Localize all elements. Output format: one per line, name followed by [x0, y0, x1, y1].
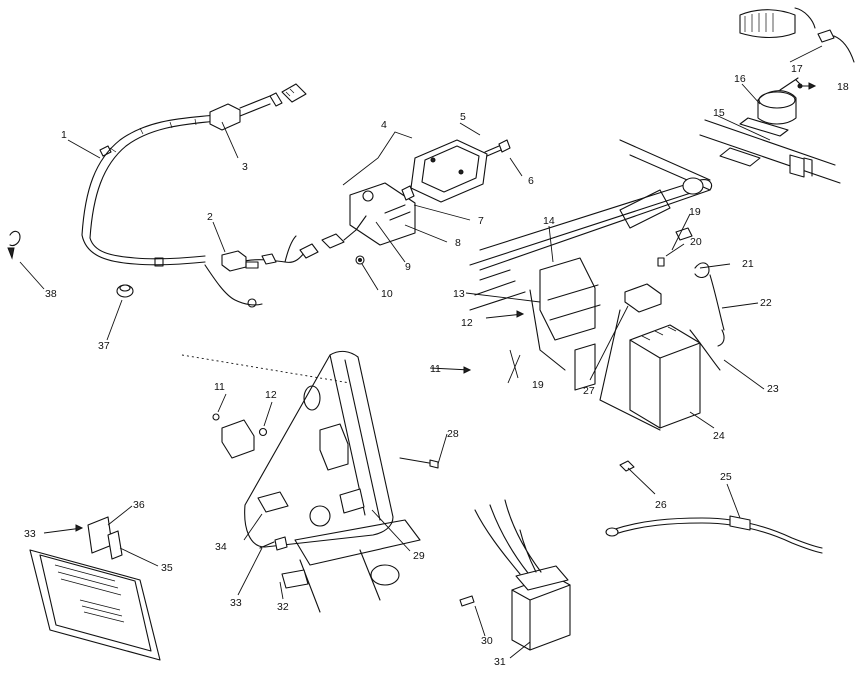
callout-18: 18: [837, 81, 849, 93]
callout-14: 14: [543, 215, 555, 227]
callout-11-frame: 11: [430, 363, 441, 375]
callout-23: 23: [767, 383, 779, 395]
center-panel: [212, 350, 439, 613]
callout-33-flap: 33: [24, 528, 36, 540]
callout-4: 4: [381, 119, 387, 131]
leader-lines: [19, 45, 823, 659]
clip-38: [7, 230, 21, 260]
callout-29: 29: [413, 550, 425, 562]
callout-12-frame: 12: [461, 317, 473, 329]
callout-7: 7: [478, 215, 484, 227]
callout-31: 31: [494, 656, 506, 668]
callout-24: 24: [713, 430, 725, 442]
callout-22: 22: [760, 297, 772, 309]
callout-1: 1: [61, 129, 67, 141]
callout-13: 13: [453, 288, 465, 300]
battery-group: [599, 227, 725, 431]
callout-19-top: 19: [689, 206, 701, 218]
taillight-assembly: [321, 139, 511, 265]
callout-33-panel: 33: [230, 597, 242, 609]
callout-11-panel: 11: [214, 381, 225, 393]
callout-35: 35: [161, 562, 173, 574]
horn-switch-group: [739, 7, 855, 137]
callout-30: 30: [481, 635, 493, 647]
callout-19-bottom: 19: [532, 379, 544, 391]
callout-10: 10: [381, 288, 393, 300]
callout-labels: 1 2 3 4 5 6 7 8 9 10 11 11 12 12 13 14 1…: [24, 63, 849, 668]
callout-3: 3: [242, 161, 248, 173]
leader-arrowheads: [75, 82, 817, 532]
callout-21: 21: [742, 258, 754, 270]
callout-36: 36: [133, 499, 145, 511]
callout-38: 38: [45, 288, 57, 300]
callout-16: 16: [734, 73, 746, 85]
mud-flap-group: [29, 516, 161, 661]
callout-34: 34: [215, 541, 227, 553]
callout-15: 15: [713, 107, 725, 119]
callout-2: 2: [207, 211, 213, 223]
connector-3: [209, 83, 307, 131]
callout-20: 20: [690, 236, 702, 248]
callout-26: 26: [655, 499, 667, 511]
connector-2: [221, 243, 319, 308]
callout-37: 37: [98, 340, 110, 352]
battery-cable: [605, 460, 823, 554]
callout-9: 9: [405, 261, 411, 273]
frame-rear: [469, 119, 841, 391]
callout-12-panel: 12: [265, 389, 277, 401]
callout-17: 17: [791, 63, 803, 75]
callout-8: 8: [455, 237, 461, 249]
cdi-module: [459, 499, 571, 651]
callout-27: 27: [583, 385, 595, 397]
callout-6: 6: [528, 175, 534, 187]
callout-25: 25: [720, 471, 732, 483]
callout-28: 28: [447, 428, 459, 440]
wiring-harness: [81, 114, 306, 306]
grommet-37: [116, 284, 134, 298]
callout-5: 5: [460, 111, 466, 123]
callout-32: 32: [277, 601, 289, 613]
